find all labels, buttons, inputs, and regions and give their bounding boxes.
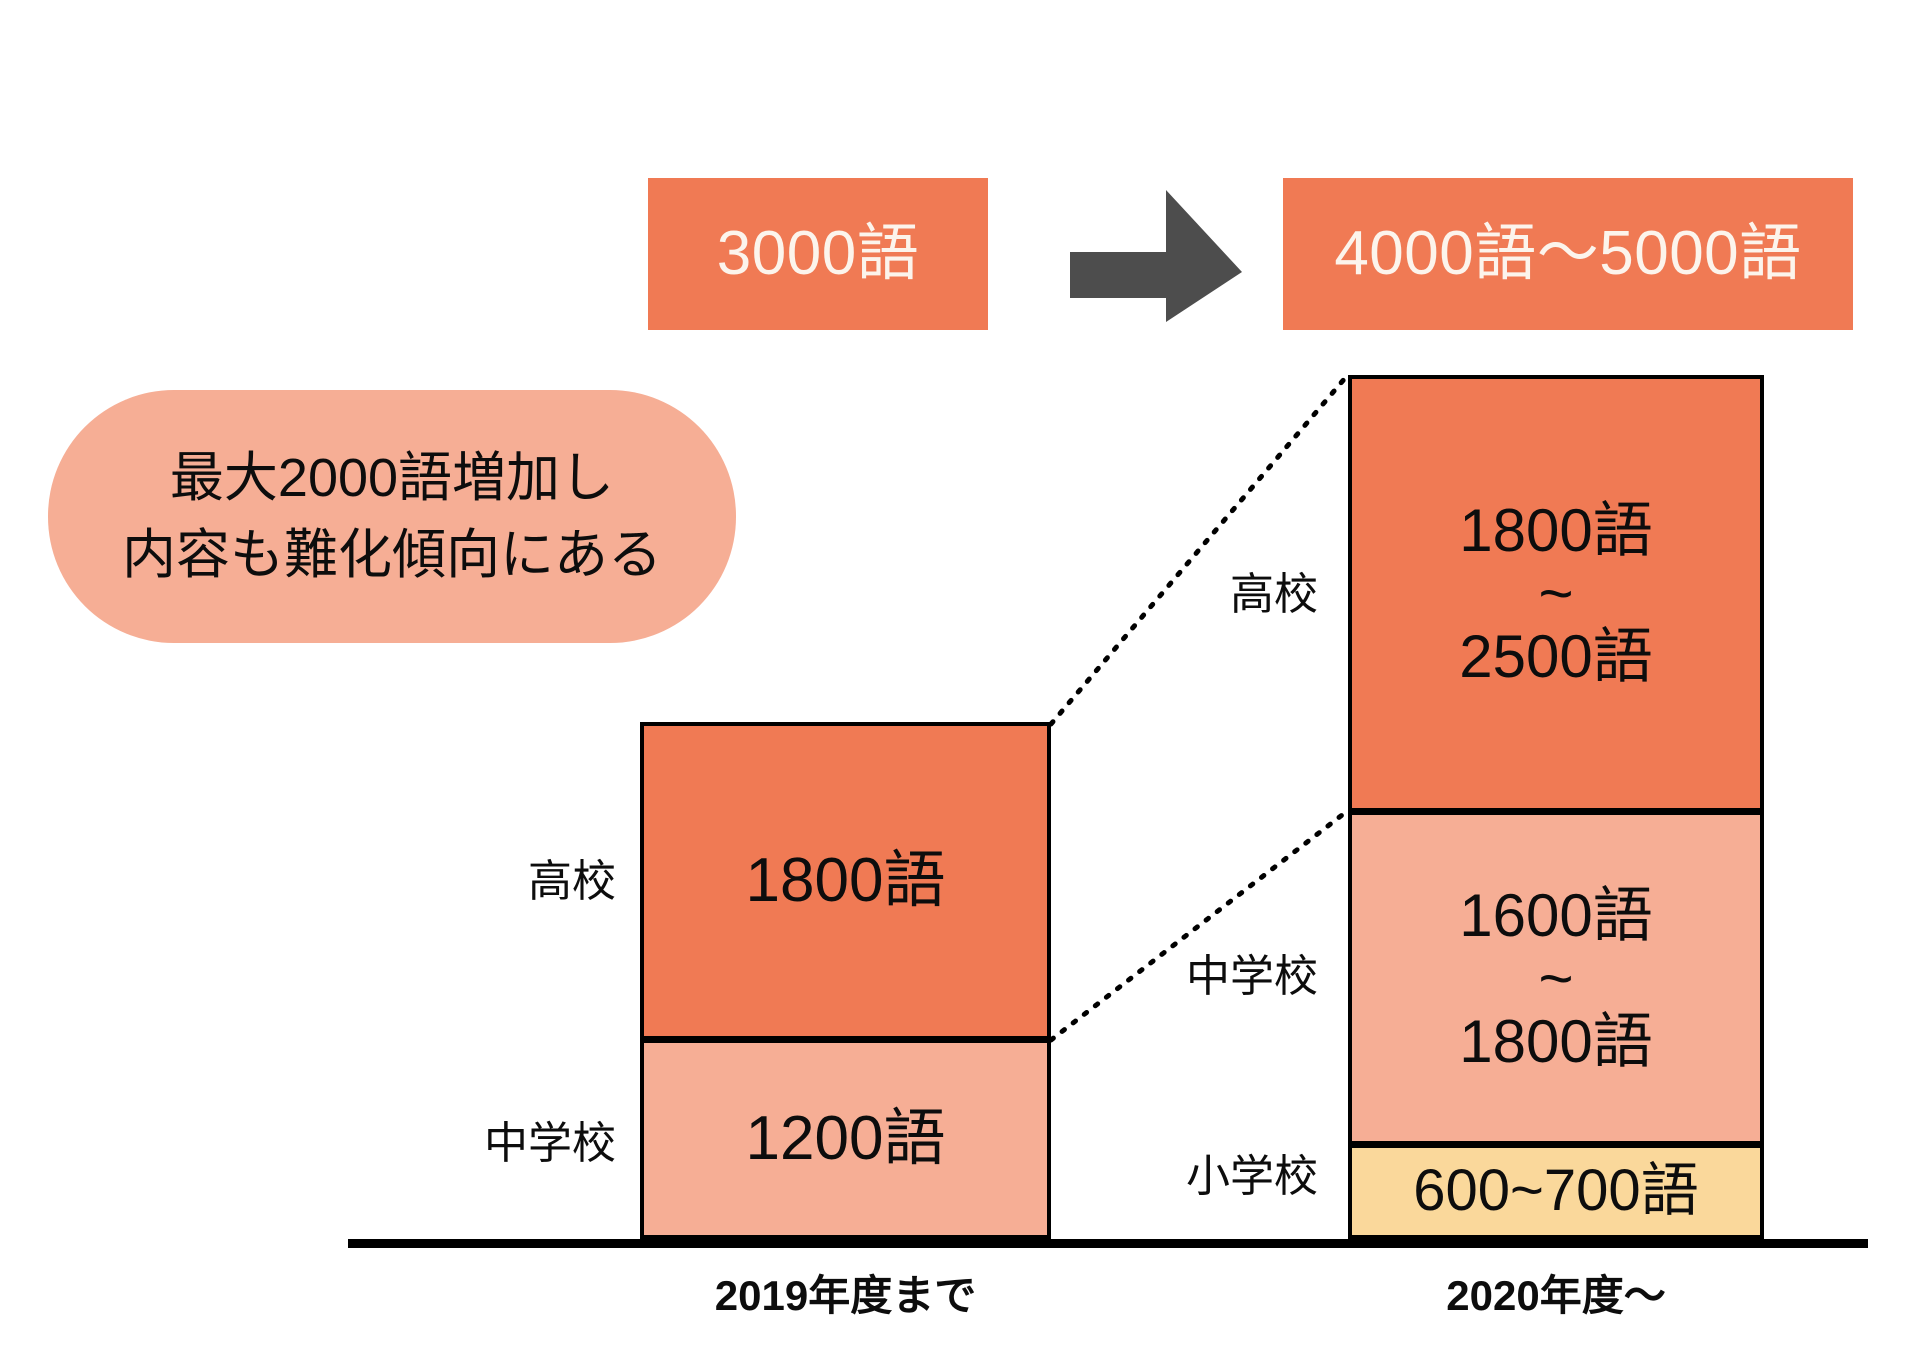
total-after-box: 4000語～5000語 xyxy=(1283,178,1853,330)
category-label-highschool-2019: 高校 xyxy=(528,857,616,906)
category-label-elementary-2020: 小学校 xyxy=(1186,1152,1318,1201)
callout-line-2: 内容も難化傾向にある xyxy=(122,524,662,585)
segment-value-line-1: 1800語 xyxy=(745,846,946,916)
callout-bubble: 最大2000語増加し 内容も難化傾向にある xyxy=(48,390,736,643)
segment-value-line-2: ~ xyxy=(1538,560,1574,627)
category-label-middleschool-2020: 中学校 xyxy=(1186,952,1318,1001)
segment-value-line-1: 1200語 xyxy=(745,1104,946,1174)
callout-line-1: 最大2000語増加し xyxy=(169,447,615,508)
bar-segment-middleschool-2020: 1600語 ~ 1800語 xyxy=(1348,812,1764,1145)
bar-segment-elementary-2020: 600~700語 xyxy=(1348,1145,1764,1239)
bar-segment-highschool-2019: 1800語 xyxy=(640,722,1051,1040)
total-before-box: 3000語 xyxy=(648,178,988,330)
right-arrow-icon xyxy=(1070,190,1242,322)
bar-2020: 1800語 ~ 2500語 1600語 ~ 1800語 600~700語 xyxy=(1348,375,1764,1239)
segment-value-line-3: 1800語 xyxy=(1459,1007,1653,1075)
bar-segment-highschool-2020: 1800語 ~ 2500語 xyxy=(1348,375,1764,812)
x-axis-tick-label-2020: 2020年度～ xyxy=(1446,1272,1666,1319)
total-before-label: 3000語 xyxy=(716,219,920,288)
category-label-middleschool-2019: 中学校 xyxy=(484,1119,616,1168)
x-axis-tick-label-2019: 2019年度まで xyxy=(714,1272,977,1319)
segment-value-line-2: ~ xyxy=(1538,944,1574,1012)
x-axis-baseline xyxy=(348,1239,1868,1248)
bar-segment-middleschool-2019: 1200語 xyxy=(640,1040,1051,1239)
segment-value-line-1: 600~700語 xyxy=(1413,1158,1699,1224)
segment-value-line-1: 1600語 xyxy=(1459,881,1653,949)
category-label-highschool-2020: 高校 xyxy=(1230,570,1318,619)
segment-value-line-1: 1800語 xyxy=(1459,497,1653,564)
bar-2019: 1800語 1200語 xyxy=(640,722,1051,1239)
segment-value-line-3: 2500語 xyxy=(1459,623,1653,690)
total-after-label: 4000語～5000語 xyxy=(1334,219,1802,288)
